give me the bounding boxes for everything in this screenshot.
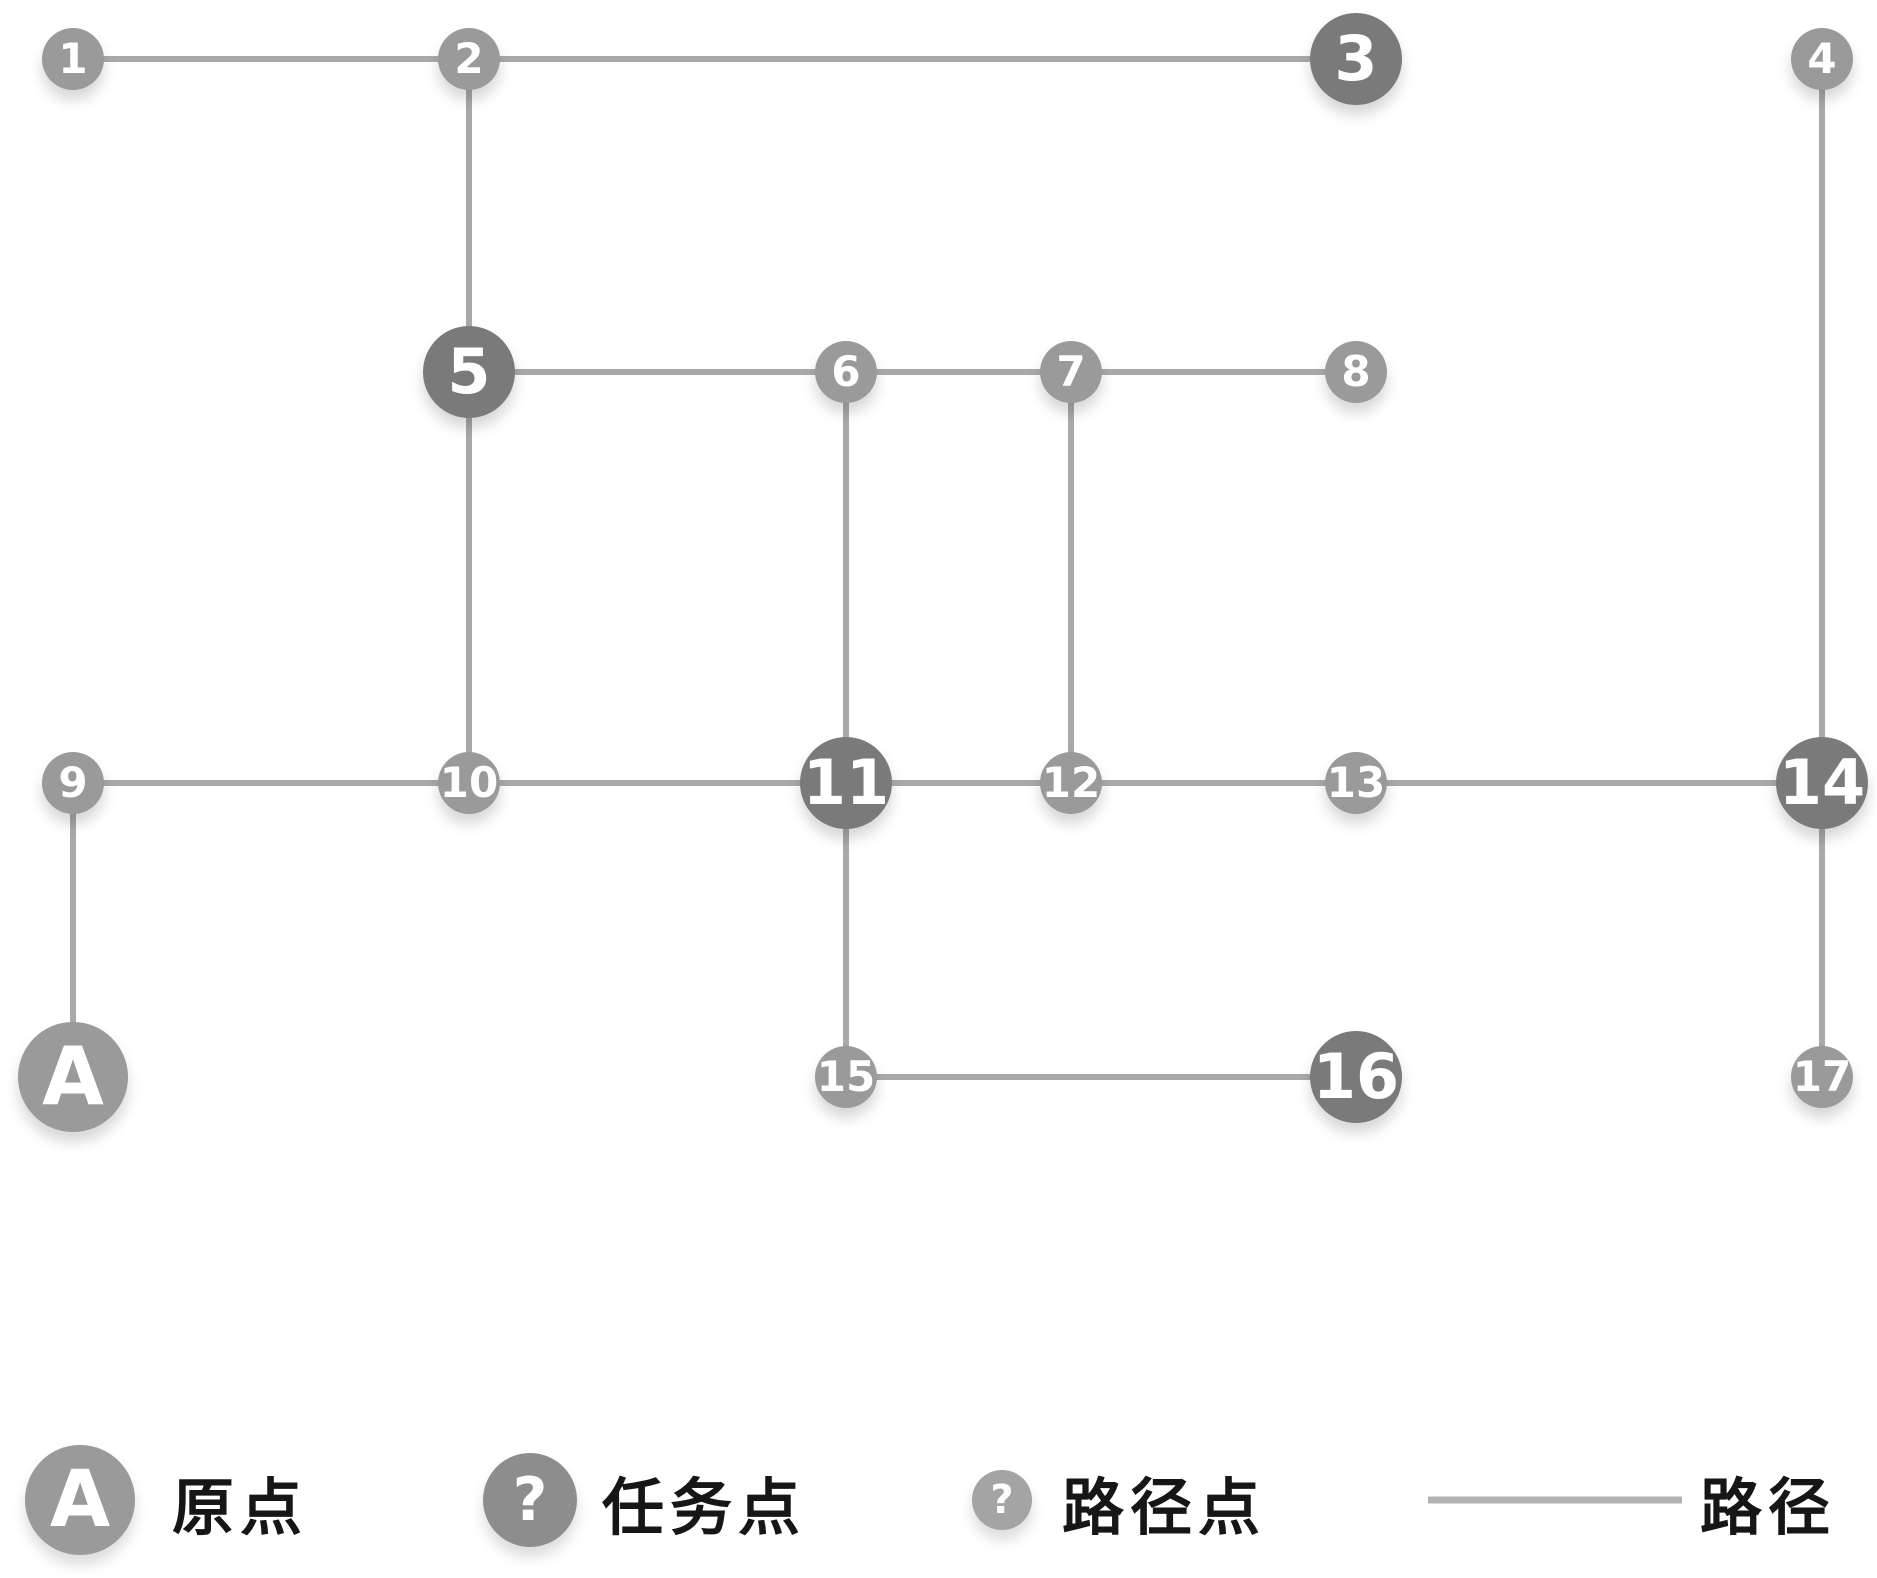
node-1: 1 — [42, 28, 104, 90]
node-10: 10 — [438, 752, 500, 814]
node-9: 9 — [42, 752, 104, 814]
node-8: 8 — [1325, 341, 1387, 403]
node-2: 2 — [438, 28, 500, 90]
node-4: 4 — [1791, 28, 1853, 90]
node-5: 5 — [423, 326, 515, 418]
node-14: 14 — [1776, 737, 1868, 829]
node-16: 16 — [1310, 1031, 1402, 1123]
node-7: 7 — [1040, 341, 1102, 403]
node-12: 12 — [1040, 752, 1102, 814]
node-13: 13 — [1325, 752, 1387, 814]
node-3: 3 — [1310, 13, 1402, 105]
node-17: 17 — [1791, 1046, 1853, 1108]
node-15: 15 — [815, 1046, 877, 1108]
node-6: 6 — [815, 341, 877, 403]
node-11: 11 — [800, 737, 892, 829]
node-A: A — [18, 1022, 128, 1132]
